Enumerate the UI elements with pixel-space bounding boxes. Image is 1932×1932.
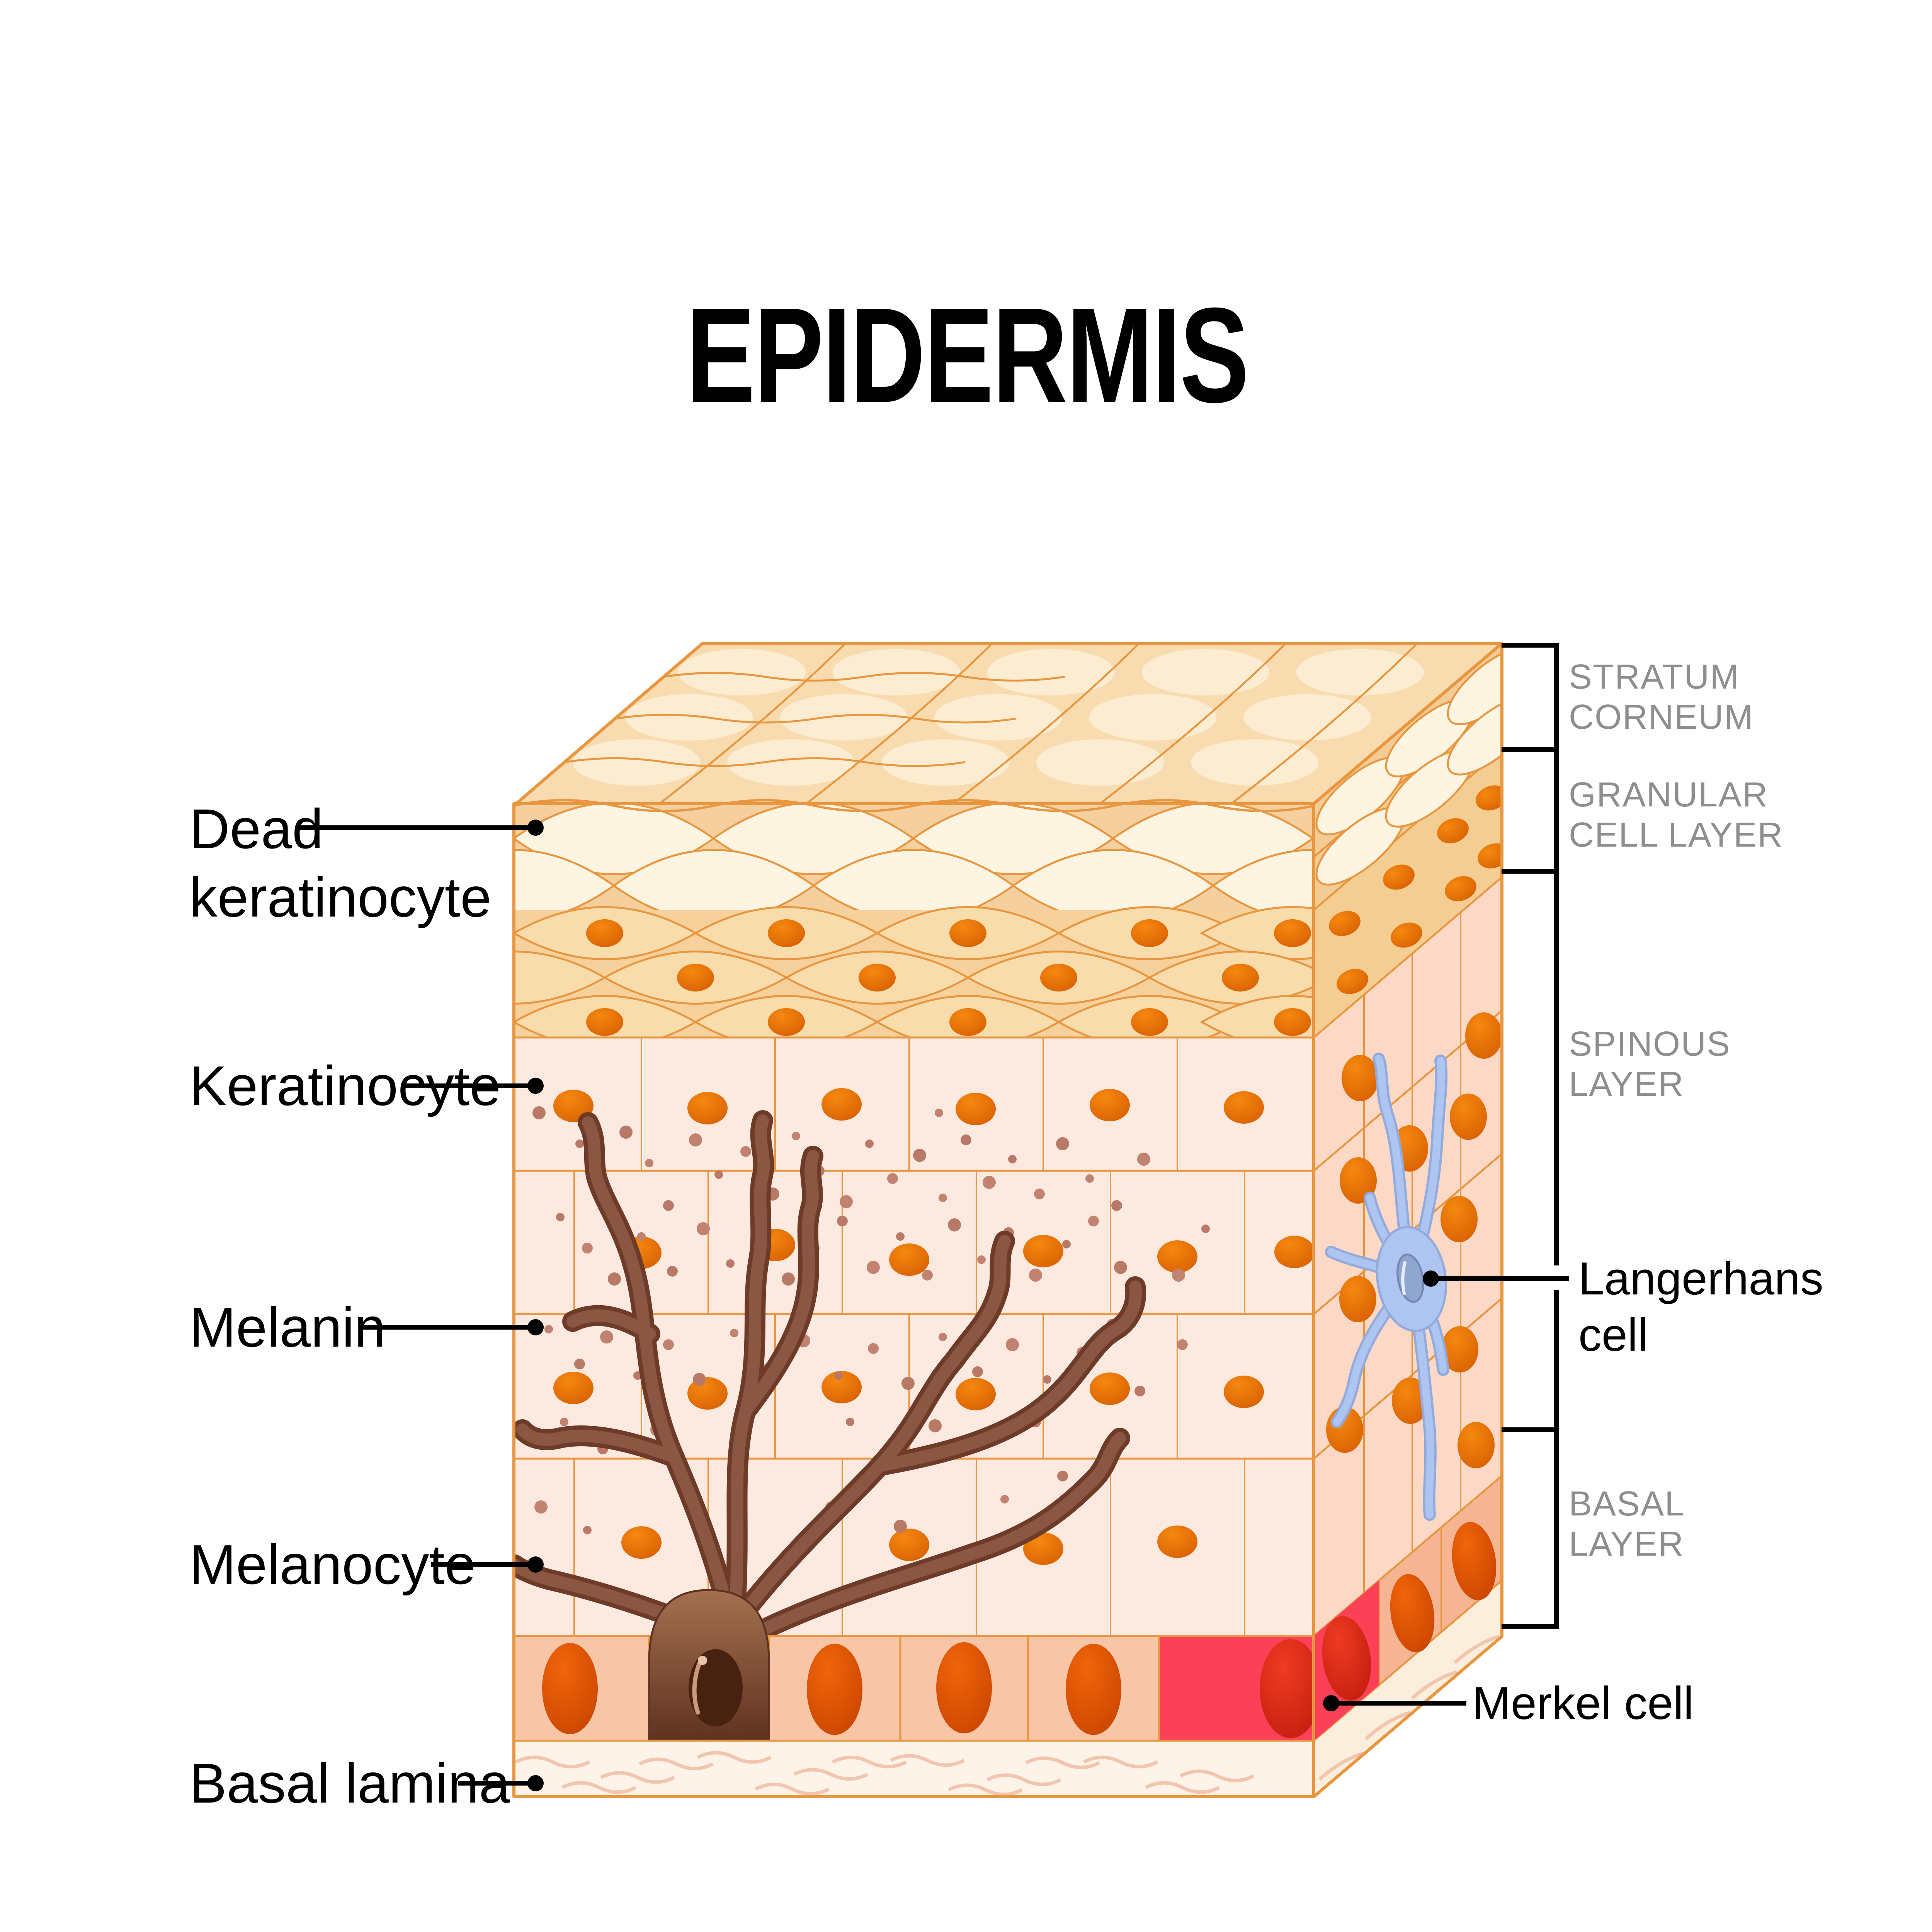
leader-keratinocyte <box>402 1083 536 1088</box>
leader-dot-langerhans-cell <box>1423 1270 1439 1287</box>
label-merkel-cell: Merkel cell <box>1472 1677 1694 1729</box>
label-melanocyte: Melanocyte <box>189 1533 476 1596</box>
bracket-tick-granular-spinous <box>1502 869 1559 874</box>
label-dead-keratinocyte: Dead keratinocyte <box>189 798 492 929</box>
bracket-line-upper <box>1554 645 1559 1265</box>
leader-dot-melanocyte <box>527 1556 544 1573</box>
leader-langerhans-cell <box>1431 1276 1569 1281</box>
leader-dead-keratinocyte <box>298 825 536 830</box>
bracket-line-lower <box>1554 1290 1559 1629</box>
leader-dot-keratinocyte <box>527 1078 544 1094</box>
leader-merkel-cell <box>1331 1701 1466 1706</box>
label-basal-layer: BASAL LAYER <box>1569 1485 1685 1564</box>
right-face <box>1314 643 1502 1797</box>
label-spinous-layer: SPINOUS LAYER <box>1569 1025 1731 1104</box>
page-title: EPIDERMIS <box>686 280 1249 431</box>
label-stratum-corneum: STRATUM CORNEUM <box>1569 658 1754 737</box>
bracket-tick-bottom <box>1502 1624 1559 1629</box>
label-granular-cell-layer: GRANULAR CELL LAYER <box>1569 776 1784 855</box>
label-basal-lamina: Basal lamina <box>189 1752 510 1815</box>
leader-melanin <box>359 1325 536 1330</box>
leader-dot-melanin <box>527 1319 544 1335</box>
label-langerhans-cell: Langerhans cell <box>1578 1253 1823 1361</box>
leader-melanocyte <box>431 1562 536 1567</box>
block-outlines <box>512 642 1503 1798</box>
bracket-tick-top <box>1502 643 1559 648</box>
leader-dot-merkel-cell <box>1323 1695 1339 1711</box>
bracket-tick-spinous-basal <box>1502 1427 1559 1432</box>
front-face <box>514 804 1314 1797</box>
label-melanin: Melanin <box>189 1296 386 1359</box>
bracket-tick-corneum-granular <box>1502 747 1559 752</box>
top-face <box>514 644 1502 806</box>
leader-basal-lamina <box>458 1781 536 1786</box>
leader-dot-basal-lamina <box>527 1775 544 1791</box>
leader-dot-dead-keratinocyte <box>527 820 544 836</box>
